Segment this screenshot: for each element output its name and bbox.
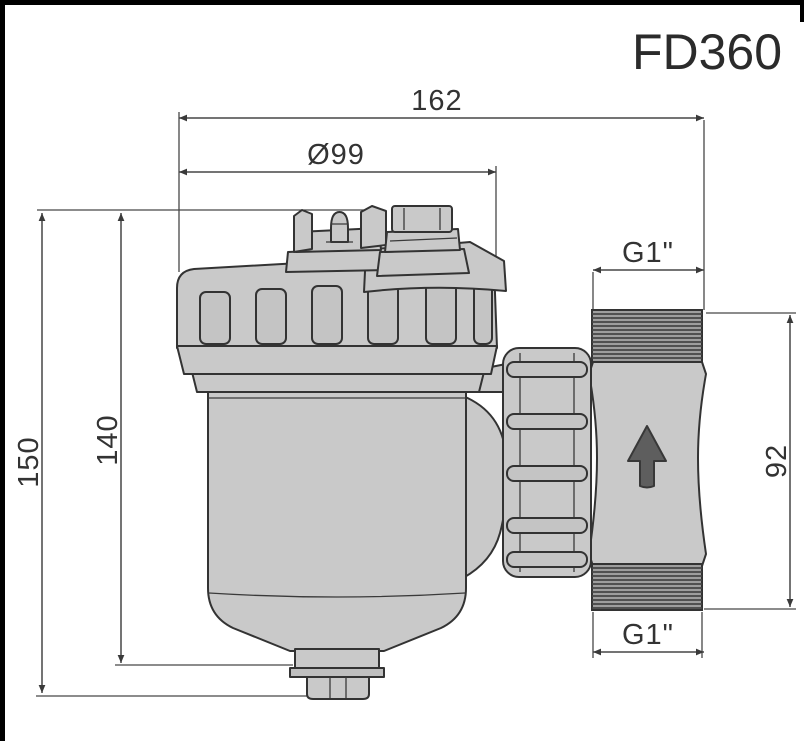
flow-arrow-up-icon [627,425,667,489]
dimension-total-height-label: 150 [13,436,45,487]
air-vent [285,205,392,273]
dimension-total-width: 162 [179,85,704,122]
dimensions: 162 Ø99 G1" G1" 150 140 92 [13,85,794,693]
union-nut-body [502,347,592,578]
filter-bowl [191,371,485,652]
drain-flange [289,667,385,678]
drain-neck [294,648,380,669]
union-nut-facet-lines [519,353,575,572]
union-nut [502,347,592,578]
dimension-body-height-label: 140 [92,414,124,465]
dimension-total-height: 150 [13,213,46,693]
drain-plug [289,648,385,700]
vent-float-plug [330,211,349,243]
cap-rib-slots [199,277,493,345]
hex-fitting-cap [391,205,453,233]
bowl-shell [207,391,467,652]
vent-plug-line [326,223,353,243]
page-title: FD360 [632,24,782,80]
dimension-cap-diameter-label: Ø99 [307,139,365,171]
bowl-bottom-line [208,592,466,598]
pipe-body [588,309,707,611]
dimension-top-connection: G1" [593,237,704,274]
extension-lines [36,112,796,697]
dimension-cap-diameter: Ø99 [179,139,496,176]
drain-hex-facets [329,677,347,698]
outlet-bulge [462,395,508,579]
vent-left-wing [293,209,313,253]
drain-hex [306,676,370,700]
vent-right-wing [360,205,387,249]
frame-right-edge-stub [800,0,804,22]
dimension-pipe-height: 92 [761,315,794,607]
filter-cap [176,241,507,375]
frame-left-edge [0,0,5,741]
union-nut-ribs [506,361,588,568]
top-thread-grooves [592,313,702,359]
cap-bottom-rim [176,345,498,375]
bottom-thread-grooves [592,567,702,609]
frame-top-edge [0,0,804,5]
hex-fitting-facets [389,208,458,242]
dimension-body-height: 140 [92,213,125,663]
dimension-pipe-height-label: 92 [761,444,793,478]
filter-device [176,205,707,700]
hex-fitting-base [376,248,470,277]
dimension-top-connection-label: G1" [622,237,674,269]
hex-fitting [376,205,470,277]
dimension-total-width-label: 162 [411,85,462,117]
dimension-bottom-connection-label: G1" [622,619,674,651]
dimension-bottom-connection: G1" [593,619,704,656]
